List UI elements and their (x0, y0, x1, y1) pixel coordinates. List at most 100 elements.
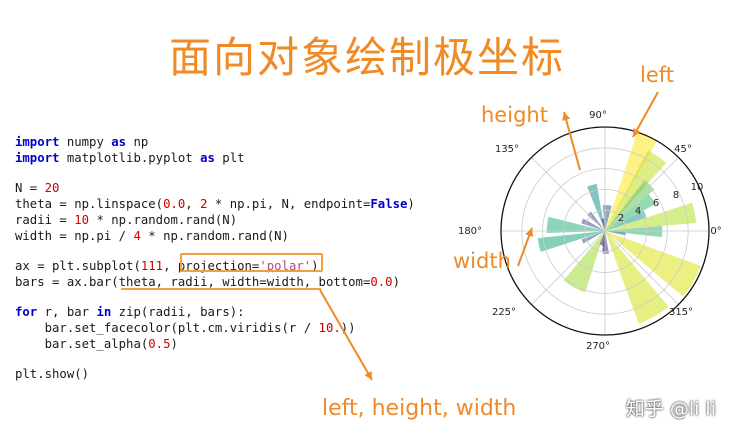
code-line: ax = plt.subplot(111, projection='polar'… (15, 258, 445, 274)
polar-grid-spoke (531, 157, 606, 232)
code-token: r, bar (37, 305, 97, 319)
code-line: plt.show() (15, 366, 445, 382)
polar-bar (605, 226, 663, 237)
height-arrow (563, 111, 581, 171)
lhw-arrow-head (364, 371, 372, 380)
code-token: N = (15, 181, 45, 195)
code-token: 111 (140, 259, 164, 273)
code-token: 0.0 (370, 275, 393, 289)
polar-grid-spoke (531, 230, 606, 305)
code-token: np (126, 135, 149, 149)
width-annotation: width (453, 249, 511, 273)
watermark: 知乎 @li li (625, 398, 716, 420)
code-line: bar.set_facecolor(plt.cm.viridis(r / 10.… (15, 320, 445, 336)
polar-angle-label: 180° (458, 226, 482, 237)
polar-angle-label: 135° (495, 144, 519, 155)
code-token: ax = plt.subplot( (15, 259, 141, 273)
code-token: 4 (133, 229, 141, 243)
polar-bar (605, 231, 669, 324)
polar-bar (581, 218, 605, 231)
code-token: , projection= (163, 259, 260, 273)
code-token: 10 (74, 213, 90, 227)
code-token: ) (170, 337, 178, 351)
code-token: bar.set_alpha( (15, 337, 149, 351)
code-token: ) (407, 197, 415, 211)
polar-bar (605, 231, 626, 236)
code-token: 0.0 (163, 197, 186, 211)
code-token: as (200, 151, 215, 165)
code-token: for (15, 305, 38, 319)
code-line: for r, bar in zip(radii, bars): (15, 304, 445, 320)
code-token: ) (392, 275, 400, 289)
code-token: zip(radii, bars): (111, 305, 245, 319)
polar-radial-label: 2 (618, 213, 624, 224)
code-token: ) (311, 259, 319, 273)
polar-bar (537, 231, 605, 252)
projection-highlight-box (180, 253, 323, 272)
code-line: bars = ax.bar(theta, radii, width=width,… (15, 274, 445, 290)
polar-grid-spoke (604, 157, 679, 232)
code-line: theta = np.linspace(0.0, 2 * np.pi, N, e… (15, 196, 445, 212)
left-arrow-head (633, 128, 641, 137)
left-arrow (632, 91, 659, 138)
code-line: width = np.pi / 4 * np.random.rand(N) (15, 228, 445, 244)
code-token: bars = ax.bar(theta, radii, width=width,… (15, 275, 371, 289)
code-token: in (96, 305, 112, 319)
polar-bar (581, 231, 605, 244)
code-token: 0.5 (148, 337, 171, 351)
polar-angle-label: 45° (674, 144, 692, 155)
polar-bar (587, 183, 605, 231)
polar-bar (563, 231, 605, 293)
polar-grid-spoke (604, 230, 679, 305)
code-line: N = 20 (15, 180, 445, 196)
polar-angle-label: 90° (589, 110, 607, 121)
polar-radial-label: 6 (653, 198, 659, 209)
polar-bar (601, 218, 605, 231)
code-line: bar.set_alpha(0.5) (15, 336, 445, 352)
code-token: 10. (318, 321, 341, 335)
polar-bar (605, 150, 667, 231)
code-token: as (111, 135, 127, 149)
code-token: * np.random.rand(N) (89, 213, 238, 227)
code-token: bar.set_facecolor(plt.cm.viridis(r / (15, 321, 319, 335)
code-token: * np.random.rand(N) (140, 229, 289, 243)
code-token: plt.show() (15, 367, 90, 381)
slide-title: 面向对象绘制极坐标 (168, 33, 565, 82)
code-token: radii = (15, 213, 75, 227)
polar-radial-label: 10 (691, 182, 704, 193)
code-token: matplotlib.pyplot (59, 151, 201, 165)
code-token: , (185, 197, 201, 211)
left-annotation: left (640, 63, 675, 87)
code-token: * np.pi, N, endpoint= (207, 197, 371, 211)
lhw-arrow (319, 289, 373, 381)
code-token: plt (214, 151, 245, 165)
code-token: theta = np.linspace( (15, 197, 164, 211)
polar-angle-label: 315° (669, 307, 693, 318)
polar-bar (546, 216, 605, 234)
code-token: import (15, 135, 60, 149)
left-height-width-annotation: left, height, width (322, 396, 517, 421)
polar-angle-label: 0° (710, 226, 721, 237)
polar-bar (605, 132, 657, 231)
code-token: 2 (200, 197, 208, 211)
polar-radial-label: 4 (635, 206, 641, 217)
polar-bar (599, 231, 605, 246)
code-line: radii = 10 * np.random.rand(N) (15, 212, 445, 228)
code-token: numpy (59, 135, 112, 149)
polar-bar (605, 210, 647, 231)
code-token: import (15, 151, 60, 165)
polar-bar (605, 194, 656, 231)
code-token: 20 (44, 181, 60, 195)
code-token: width = np.pi / (15, 229, 134, 243)
width-arrow-head (525, 228, 534, 237)
height-arrow-head (562, 112, 571, 121)
polar-bar (605, 231, 701, 297)
polar-outer-circle (500, 126, 710, 336)
polar-radial-label: 8 (673, 190, 679, 201)
code-token: 'polar' (259, 259, 312, 273)
polar-angle-label: 270° (586, 341, 610, 352)
code-line: import matplotlib.pyplot as plt (15, 150, 445, 166)
polar-angle-label: 225° (492, 307, 516, 318)
